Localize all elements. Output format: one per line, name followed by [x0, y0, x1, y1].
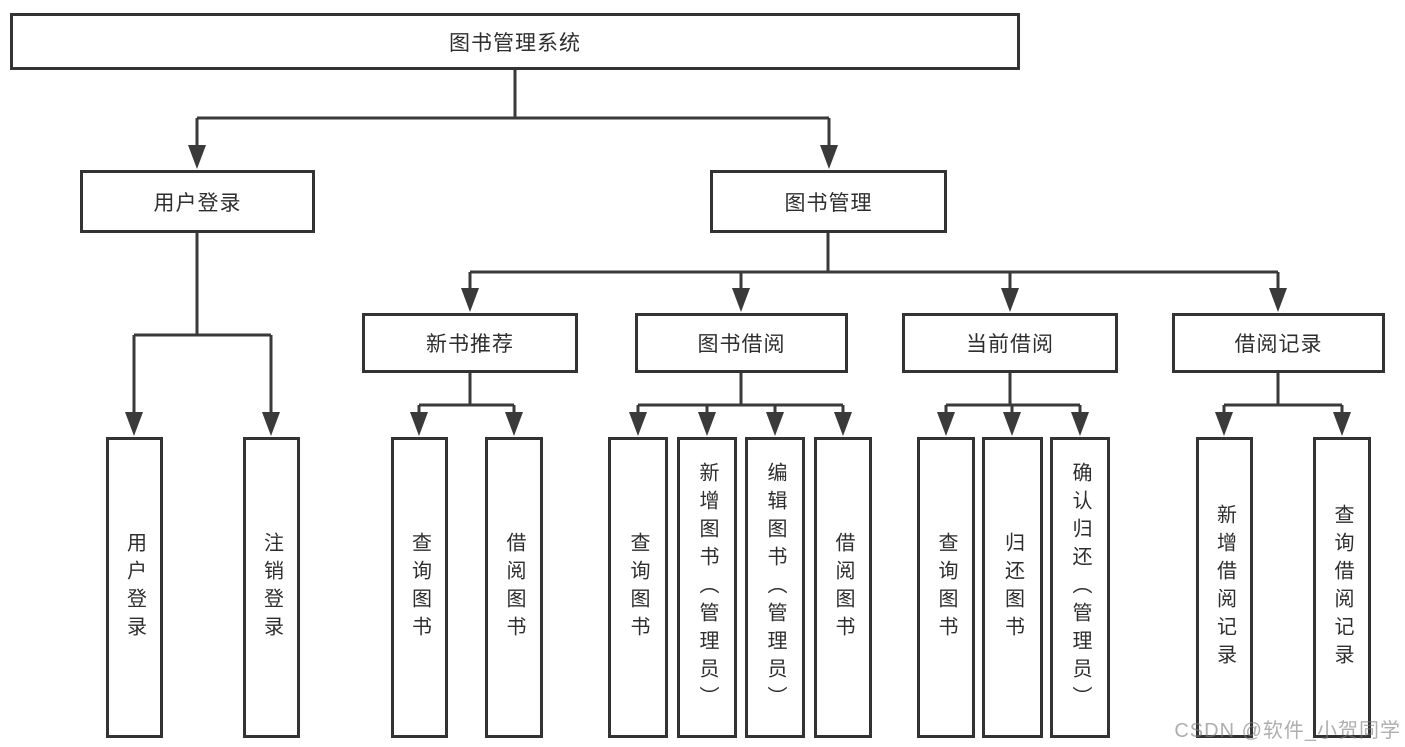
arrow-head [505, 412, 523, 436]
leaf-return-books: 归还图书 [982, 437, 1043, 738]
arrow-head [937, 412, 955, 436]
node-label: 新增图书（管理员） [696, 461, 718, 714]
node-label: 当前借阅 [966, 333, 1054, 356]
leaf-borrow-books: 借阅图书 [814, 437, 872, 738]
node-label: 归还图书 [1001, 531, 1024, 644]
node-book-borrow: 图书借阅 [635, 313, 848, 373]
node-current-borrow: 当前借阅 [902, 313, 1118, 373]
leaf-borrow-books-recommend: 借阅图书 [485, 437, 543, 738]
node-label: 查询图书 [627, 531, 649, 644]
connector-root-to-level2 [188, 70, 838, 169]
leaf-query-books-borrow: 查询图书 [608, 437, 668, 738]
node-label: 新书推荐 [426, 333, 514, 356]
node-label: 编辑图书（管理员） [764, 461, 786, 714]
leaf-confirm-return-admin: 确认归还（管理员） [1050, 437, 1110, 738]
node-borrow-records: 借阅记录 [1172, 313, 1385, 373]
arrow-head [820, 145, 838, 169]
node-label: 图书管理 [784, 191, 873, 215]
arrow-head [1269, 288, 1287, 312]
arrow-head [732, 288, 750, 312]
connector-user-login-to-leaves [125, 233, 280, 436]
node-label: 图书管理系统 [449, 31, 581, 55]
arrow-head [461, 288, 479, 312]
node-label: 确认归还（管理员） [1069, 461, 1091, 714]
leaf-user-login: 用户登录 [106, 437, 163, 738]
node-user-login: 用户登录 [80, 170, 315, 233]
node-label: 新增借阅记录 [1213, 503, 1236, 672]
connector-book-borrow-to-leaves [629, 373, 852, 436]
node-label: 查询借阅记录 [1331, 503, 1353, 672]
node-label: 查询图书 [935, 531, 957, 644]
node-library-management-system: 图书管理系统 [10, 13, 1020, 70]
arrow-head [834, 412, 852, 436]
watermark: CSDN @软件_小贺同学 [1174, 720, 1401, 742]
arrow-head [188, 145, 206, 169]
arrow-head [1001, 288, 1019, 312]
arrow-head [1003, 412, 1021, 436]
arrow-head [1215, 412, 1233, 436]
node-label: 借阅记录 [1234, 333, 1323, 356]
leaf-add-books-admin: 新增图书（管理员） [677, 437, 737, 738]
leaf-query-borrow-record: 查询借阅记录 [1313, 437, 1371, 738]
arrow-head [766, 412, 784, 436]
arrow-head [1071, 412, 1089, 436]
node-new-book-recommend: 新书推荐 [362, 313, 578, 373]
arrow-head [698, 412, 716, 436]
arrow-head [125, 412, 143, 436]
arrow-head [410, 412, 428, 436]
connector-current-borrow-to-leaves [937, 373, 1089, 436]
leaf-logout: 注销登录 [243, 437, 300, 738]
node-label: 借阅图书 [832, 531, 854, 644]
leaf-query-books-current: 查询图书 [917, 437, 975, 738]
node-label: 借阅图书 [503, 531, 525, 644]
connector-borrow-records-to-leaves [1215, 373, 1351, 436]
node-label: 用户登录 [153, 191, 242, 215]
leaf-query-books-recommend: 查询图书 [391, 437, 448, 738]
node-book-management: 图书管理 [710, 170, 947, 233]
arrow-head [629, 412, 647, 436]
node-label: 用户登录 [123, 531, 146, 644]
connector-new-book-recommend-to-leaves [410, 373, 523, 436]
node-label: 图书借阅 [697, 333, 786, 356]
leaf-add-borrow-record: 新增借阅记录 [1196, 437, 1253, 738]
arrow-head [1333, 412, 1351, 436]
node-label: 注销登录 [260, 531, 283, 644]
arrow-head [262, 412, 280, 436]
connector-book-management-to-level3 [461, 233, 1287, 312]
node-label: 查询图书 [408, 531, 431, 644]
leaf-edit-books-admin: 编辑图书（管理员） [745, 437, 805, 738]
